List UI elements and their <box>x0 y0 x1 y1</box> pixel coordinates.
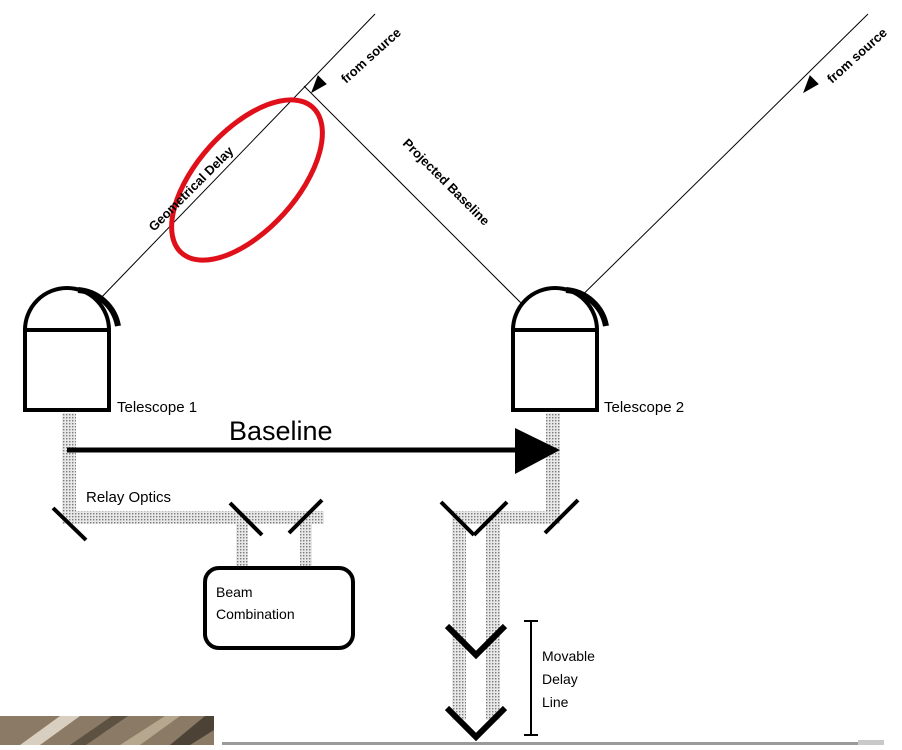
projected-baseline-line <box>303 85 539 321</box>
ray-left <box>67 13 376 333</box>
baseline-arrow <box>67 428 560 474</box>
label-beam-combination-1: Beam <box>216 584 253 600</box>
mirror-1 <box>51 506 88 542</box>
mirror-4 <box>439 500 476 537</box>
label-geometrical-delay: Geometrical Delay <box>146 143 237 234</box>
telescope-2-shutter <box>565 287 609 327</box>
label-relay-optics: Relay Optics <box>86 489 171 506</box>
delay-line-bracket <box>524 620 538 736</box>
telescope-1 <box>22 286 121 412</box>
beam-path-horizontal-left <box>62 511 324 524</box>
relay-beam-paths <box>62 413 560 720</box>
arrowhead-left-source <box>311 75 327 94</box>
beam-path-telescope2-down <box>546 413 560 518</box>
label-projected-baseline: Projected Baseline <box>400 136 493 229</box>
telescope-2-body <box>511 328 599 412</box>
beam-path-delay-down-1 <box>452 520 466 720</box>
mirror-6 <box>543 498 580 535</box>
label-from-source-right: from source <box>824 25 890 86</box>
beam-path-to-combiner-1 <box>236 520 248 572</box>
beam-path-delay-down-2 <box>486 520 500 720</box>
delay-mirror-upper <box>444 623 508 660</box>
photo-strip <box>0 716 884 745</box>
beam-path-to-combiner-2 <box>300 520 312 572</box>
label-telescope-2: Telescope 2 <box>604 399 684 416</box>
delay-mirror-lower <box>444 705 508 742</box>
telescope-2 <box>510 286 609 412</box>
beam-path-telescope1-down <box>62 413 76 518</box>
label-delay-line-2: Delay <box>542 671 578 687</box>
label-beam-combination-2: Combination <box>216 606 295 622</box>
telescope-2-dome <box>510 286 600 332</box>
label-delay-line-3: Line <box>542 694 569 710</box>
label-telescope-1: Telescope 1 <box>117 399 197 416</box>
baseline-arrowhead <box>515 428 560 474</box>
relay-mirrors <box>51 498 580 742</box>
label-delay-line-1: Movable <box>542 648 595 664</box>
telescope-1-dome <box>22 286 112 332</box>
beam-path-horizontal-right <box>452 511 560 524</box>
mirror-2 <box>228 501 264 537</box>
beam-combination-box <box>203 566 355 650</box>
mirror-3 <box>287 498 324 535</box>
highlight-ellipse <box>169 97 325 263</box>
label-baseline: Baseline <box>229 416 333 446</box>
telescope-1-shutter <box>77 287 121 327</box>
starlight-rays <box>67 13 869 333</box>
telescope-1-body <box>23 328 111 412</box>
label-from-source-left: from source <box>338 25 404 86</box>
mirror-5 <box>472 500 509 537</box>
ray-right <box>554 13 869 323</box>
arrowhead-right-source <box>803 75 819 94</box>
